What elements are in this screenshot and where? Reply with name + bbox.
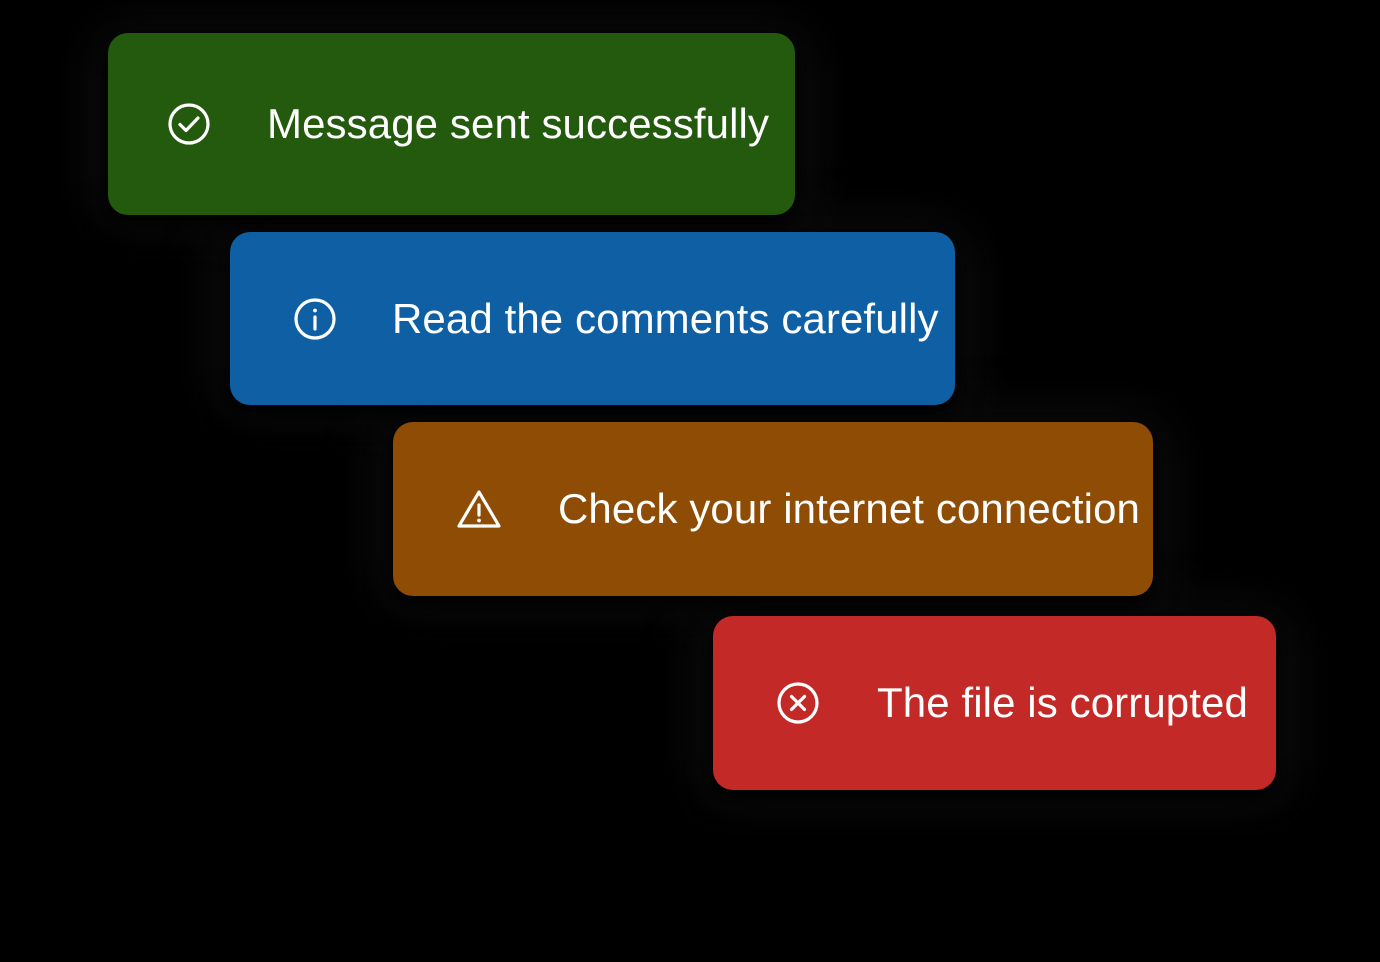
toast-message: Read the comments carefully [392,294,939,342]
toast-warning[interactable]: Check your internet connection [393,422,1153,596]
toast-message: Check your internet connection [558,485,1140,532]
toast-success[interactable]: Message sent successfully [108,33,795,215]
warning-triangle-icon [455,486,503,532]
toast-info[interactable]: Read the comments carefully [230,232,955,405]
toast-message: The file is corrupted [877,679,1248,726]
check-circle-icon [166,101,212,147]
toast-message: Message sent successfully [267,100,770,147]
x-circle-icon [775,680,821,726]
toast-error[interactable]: The file is corrupted [713,616,1276,790]
info-circle-icon [292,296,338,342]
